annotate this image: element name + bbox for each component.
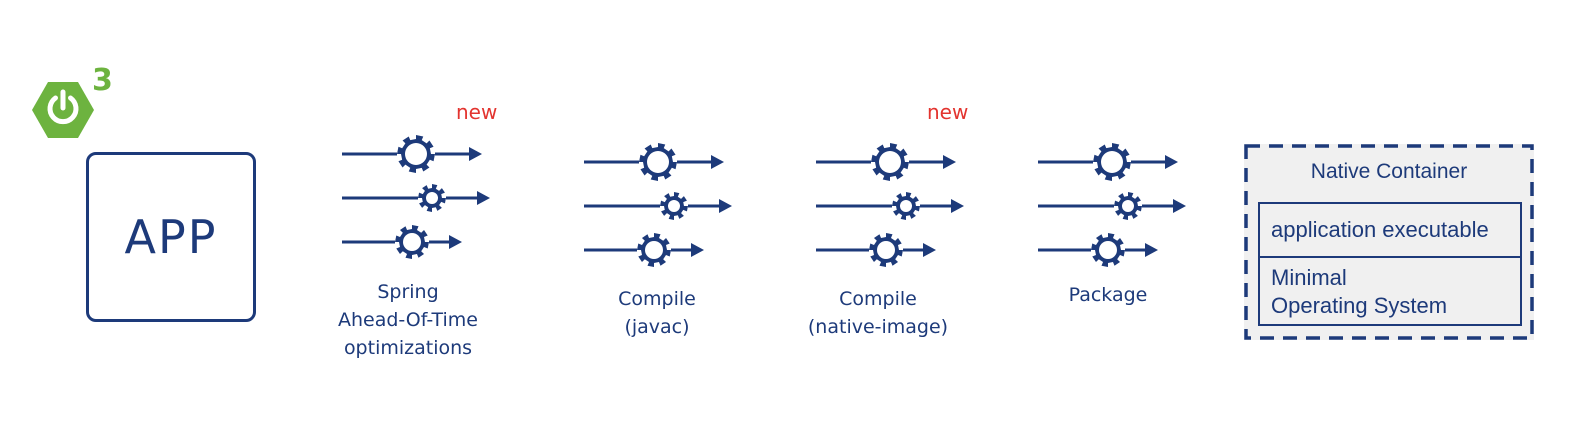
gear-arrow-row	[816, 233, 936, 267]
spring-logo-icon	[32, 82, 94, 138]
step-native-line-2: (native-image)	[807, 316, 949, 338]
arrow-head-icon	[943, 155, 956, 169]
arrow-head-icon	[1173, 199, 1186, 213]
step-label-package: Package	[1018, 281, 1198, 309]
arrow-head-icon	[691, 243, 704, 257]
minimal-os-line-1: Minimal	[1271, 265, 1347, 290]
arrow-head-icon	[711, 155, 724, 169]
arrow-head-icon	[449, 235, 462, 249]
step-javac-line-1: Compile	[618, 288, 696, 310]
gear-arrow-row	[342, 184, 490, 212]
gear-arrow-row	[342, 225, 462, 259]
app-box: APP	[86, 152, 256, 322]
new-badge-aot: new	[456, 100, 498, 124]
arrow-head-icon	[923, 243, 936, 257]
step-aot-line-2: Ahead-Of-Time	[337, 309, 479, 331]
minimal-os-line-2: Operating System	[1271, 293, 1448, 318]
gear-arrow-row	[342, 135, 482, 173]
arrow-head-icon	[1145, 243, 1158, 257]
arrow-head-icon	[477, 191, 490, 205]
gear-arrow-row	[1038, 233, 1158, 267]
step-label-aot: Spring Ahead-Of-Time optimizations	[318, 278, 498, 362]
javac-gears-arrows-icon	[584, 143, 732, 267]
gear-arrow-row	[584, 192, 732, 220]
step-package-line-1: Package	[1068, 284, 1148, 306]
step-label-native-image: Compile (native-image)	[788, 285, 968, 341]
step-aot-line-3: optimizations	[343, 337, 473, 359]
native-image-gears-arrows-icon	[816, 143, 964, 267]
arrow-head-icon	[719, 199, 732, 213]
step-javac-line-2: (javac)	[624, 316, 690, 338]
step-aot-line-1: Spring	[377, 281, 439, 303]
new-badge-native-image: new	[927, 100, 969, 124]
application-executable-label: application executable	[1260, 204, 1520, 258]
gear-arrow-row	[816, 143, 956, 181]
gear-arrow-row	[1038, 192, 1186, 220]
package-gears-arrows-icon	[1038, 143, 1186, 267]
gear-arrow-row	[584, 233, 704, 267]
native-container: Native Container application executable …	[1244, 144, 1534, 340]
gear-arrow-row	[1038, 143, 1178, 181]
arrow-head-icon	[951, 199, 964, 213]
arrow-head-icon	[469, 147, 482, 161]
spring-version-badge: 3	[92, 63, 113, 98]
native-container-title: Native Container	[1310, 160, 1468, 183]
gear-arrow-row	[816, 192, 964, 220]
native-container-contents: application executable Minimal Operating…	[1258, 202, 1522, 326]
app-label: APP	[124, 210, 218, 264]
aot-gears-arrows-icon	[342, 135, 490, 259]
dashed-border	[1244, 144, 1534, 340]
step-label-javac: Compile (javac)	[567, 285, 747, 341]
minimal-os-label: Minimal Operating System	[1260, 258, 1520, 324]
gear-arrow-row	[584, 143, 724, 181]
arrow-head-icon	[1165, 155, 1178, 169]
step-native-line-1: Compile	[839, 288, 917, 310]
